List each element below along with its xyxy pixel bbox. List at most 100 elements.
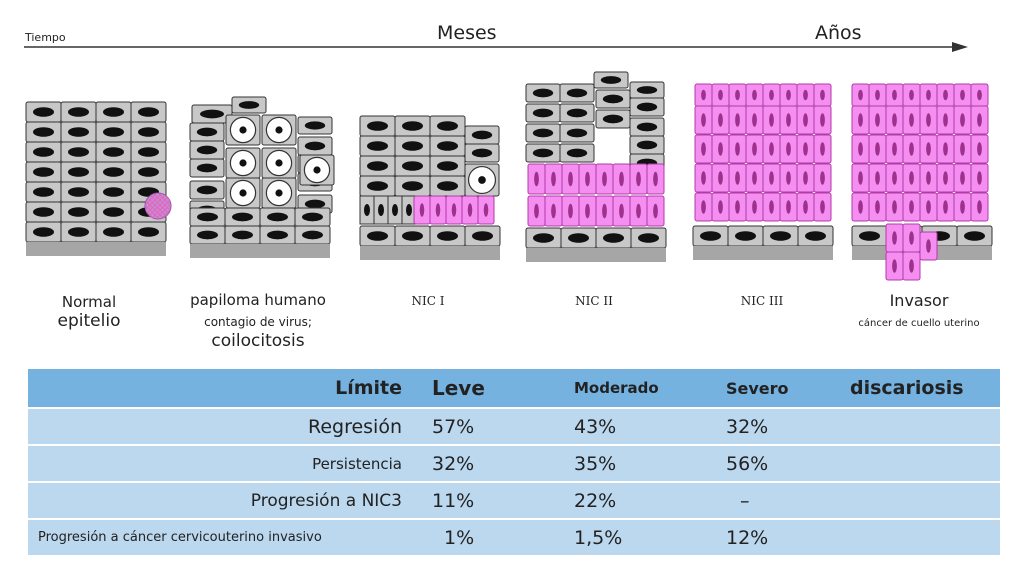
cell-nucleus [302,230,323,240]
cell-nucleus [752,200,757,214]
cell-nucleus [769,200,774,214]
cell-nucleus [820,171,825,185]
cell-nucleus [701,113,706,127]
basement-membrane [26,242,166,256]
row-label: Progresión a NIC3 [28,482,432,520]
cell-nucleus [875,113,880,127]
stage-hpv-label: papiloma humano contagio de virus; coilo… [190,291,326,351]
cell-nucleus [858,89,863,101]
cell-nucleus [701,89,706,101]
stage-invasive-epithelium [851,83,993,281]
cell-nucleus [238,101,260,109]
cell-moderado: 22% [574,482,726,520]
cell-nucleus [437,181,458,191]
timeline-label-tiempo: Tiempo [25,31,66,44]
cell-nucleus [735,142,740,156]
cell-nucleus [943,200,948,214]
cell-nucleus [909,200,914,214]
cell-nucleus [367,181,388,191]
cell-nucleus [103,187,124,197]
cell-severo: 56% [726,445,850,483]
cell-nucleus [803,171,808,185]
stage-hpv-line2: contagio de virus; [204,315,312,329]
basement-membrane [360,246,500,260]
cell-nucleus [239,159,247,167]
cell-nucleus [803,113,808,127]
cell-discariosis [850,408,1000,446]
cell-nucleus [858,142,863,156]
cell-nucleus [619,203,624,219]
cell-nucleus [196,127,218,137]
cell-nucleus [402,141,423,151]
cell-nucleus [437,231,458,241]
cell-nucleus [638,233,659,243]
cell-nucleus [943,89,948,101]
cell-moderado: 43% [574,408,726,446]
cell-nucleus [103,147,124,157]
cell-nucleus [437,141,458,151]
cell-discariosis [850,519,1000,557]
cell-nucleus [735,231,756,241]
cell-nucleus [909,89,914,101]
stage-normal-line2: epitelio [57,311,121,331]
cell-nucleus [820,142,825,156]
cell-nucleus [68,107,89,117]
cell-nucleus [138,127,159,137]
cell-nucleus [197,212,218,222]
cell-nucleus [892,171,897,185]
cell-nucleus [960,200,965,214]
cell-nucleus [718,113,723,127]
header-leve: Leve [432,369,574,409]
cell-nucleus [875,200,880,214]
cell-nucleus [402,181,423,191]
cell-nucleus [568,233,589,243]
cell-nucleus [977,89,982,101]
cell-nucleus [875,142,880,156]
stage-invasive-label: Invasor cáncer de cuello uterino [858,291,979,329]
cell-nucleus [636,203,641,219]
cell-nucleus [304,199,326,209]
cell-nucleus [926,171,931,185]
stage-nic2-epithelium [525,71,667,262]
cell-nucleus [602,114,624,124]
cell-nucleus [367,161,388,171]
cell-nucleus [858,200,863,214]
timeline-label-anos: Años [815,22,862,44]
cell-nucleus [367,121,388,131]
cell-nucleus [566,128,588,138]
cell-nucleus [68,227,89,237]
cell-nucleus [892,231,897,245]
cell-nucleus [267,230,288,240]
cell-nucleus [239,189,247,197]
cell-nucleus [68,187,89,197]
cell-nucleus [718,200,723,214]
cell-nucleus [977,171,982,185]
cell-leve: 32% [432,445,574,483]
cell-nucleus [960,89,965,101]
cell-nucleus [892,200,897,214]
cell-nucleus [636,171,641,187]
stage-nic2-label: NIC II [575,294,613,308]
cell-nucleus [653,171,658,187]
cell-nucleus [820,89,825,101]
cell-nucleus [33,187,54,197]
cell-nucleus [68,147,89,157]
cell-nucleus [467,203,473,217]
cell-nucleus [566,108,588,118]
cell-nucleus [483,203,489,217]
cell-nucleus [769,89,774,101]
cell-nucleus [533,233,554,243]
header-moderado: Moderado [574,369,726,409]
cell-nucleus [964,231,985,241]
cell-nucleus [892,89,897,101]
cell-nucleus [770,231,791,241]
cell-nucleus [534,171,539,187]
cell-nucleus [232,230,253,240]
cell-nucleus [275,126,283,134]
cell-nucleus [532,128,554,138]
cell-nucleus [701,171,706,185]
cell-nucleus [551,171,556,187]
cell-nucleus [313,166,321,174]
cell-nucleus [304,141,326,151]
cell-nucleus [786,113,791,127]
